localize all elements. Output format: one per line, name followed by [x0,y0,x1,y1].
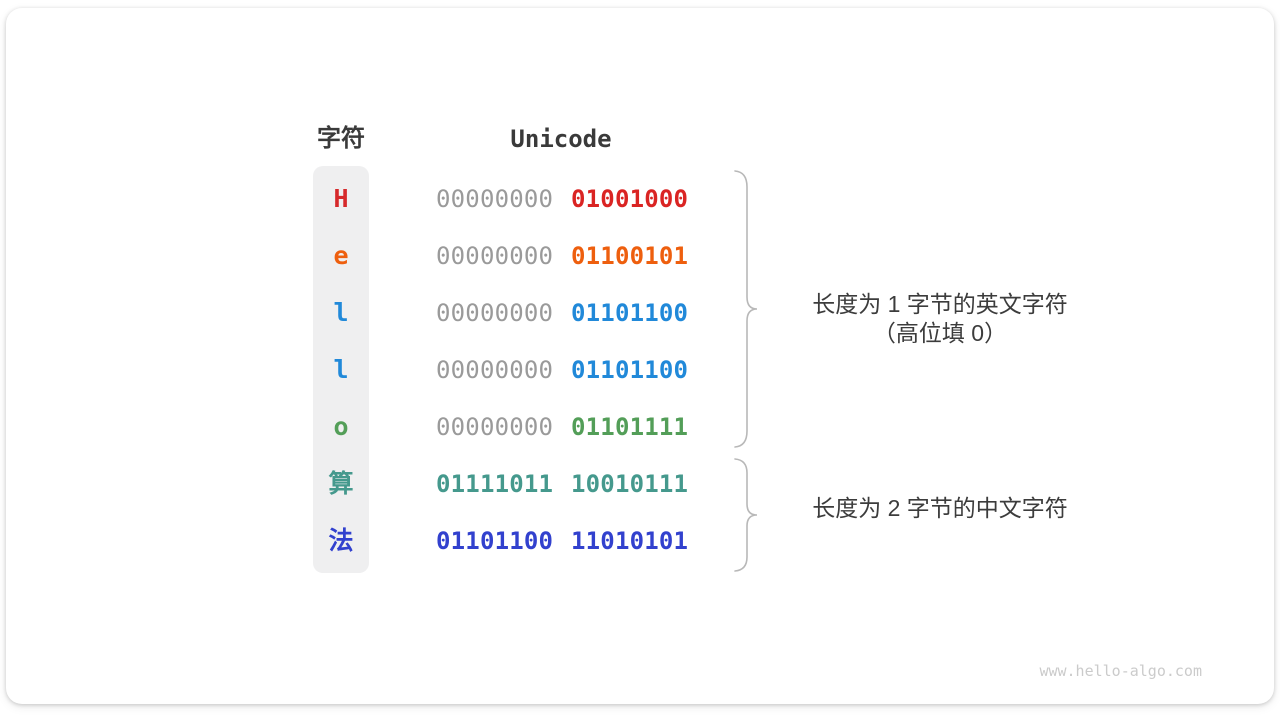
unicode-high-byte: 00000000 [436,413,554,441]
character-cell: 算 [328,469,354,498]
column-header-unicode: Unicode [510,125,612,153]
annotation-english-group: 长度为 1 字节的英文字符 （高位填 0） [770,290,1110,348]
unicode-low-byte: 01101100 [571,299,689,327]
unicode-high-byte: 00000000 [436,356,554,384]
column-header-character: 字符 [317,125,365,152]
unicode-high-byte: 01111011 [436,470,554,498]
table-row: o 00000000 01101111 [6,412,1274,441]
unicode-high-byte: 01101100 [436,527,554,555]
annotation-line: 长度为 2 字节的中文字符 [812,495,1068,521]
table-row: e 00000000 01100101 [6,241,1274,270]
annotation-chinese-group: 长度为 2 字节的中文字符 [770,494,1110,523]
unicode-low-byte: 01001000 [571,185,689,213]
character-cell: 法 [328,526,354,555]
annotation-line: 长度为 1 字节的英文字符 [812,291,1068,317]
watermark-url: www.hello-algo.com [1039,662,1202,680]
character-column-background [313,166,369,573]
table-row: 法 01101100 11010101 [6,526,1274,555]
unicode-high-byte: 00000000 [436,242,554,270]
unicode-low-byte: 01100101 [571,242,689,270]
table-row: l 00000000 01101100 [6,355,1274,384]
character-cell: o [333,412,349,441]
character-cell: e [333,241,349,270]
unicode-low-byte: 01101111 [571,413,689,441]
annotation-line: （高位填 0） [872,320,1008,346]
unicode-low-byte: 11010101 [571,527,689,555]
diagram-card: 字符 Unicode H 00000000 01001000 e 0000000… [6,8,1274,704]
character-cell: H [333,184,349,213]
character-cell: l [333,355,349,384]
unicode-high-byte: 00000000 [436,299,554,327]
table-row: 算 01111011 10010111 [6,469,1274,498]
unicode-high-byte: 00000000 [436,185,554,213]
unicode-low-byte: 01101100 [571,356,689,384]
character-cell: l [333,298,349,327]
unicode-low-byte: 10010111 [571,470,689,498]
table-row: l 00000000 01101100 [6,298,1274,327]
brace-english-group-icon [734,170,758,448]
table-row: H 00000000 01001000 [6,184,1274,213]
brace-chinese-group-icon [734,458,758,572]
